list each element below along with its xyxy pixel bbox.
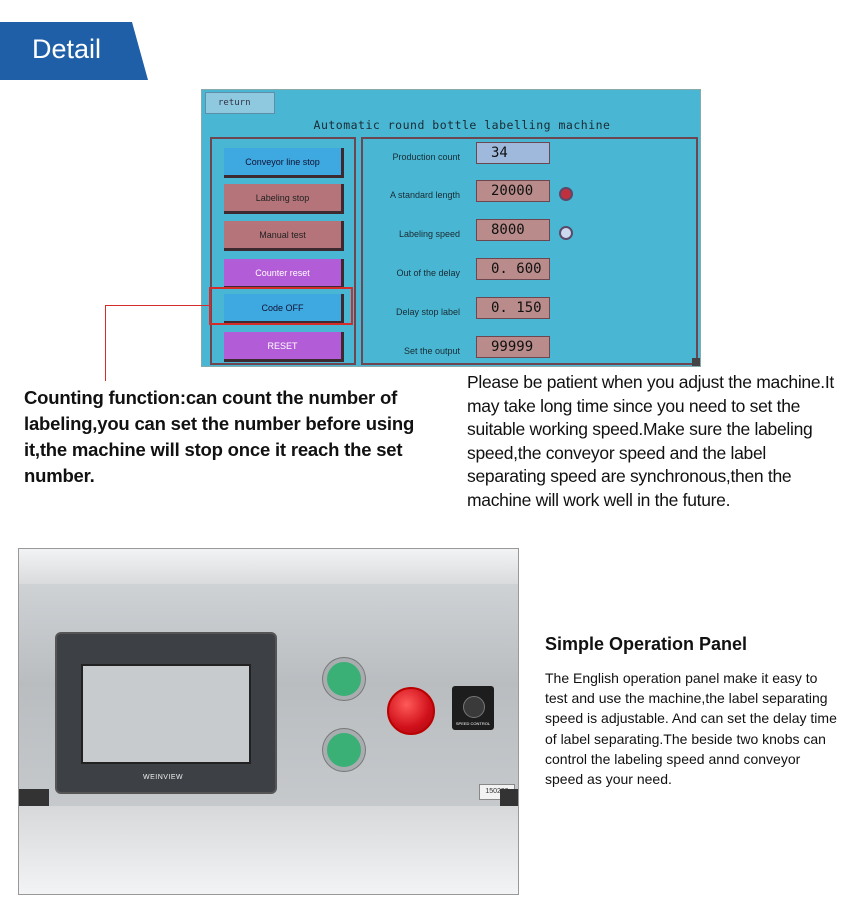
labeling-speed-indicator-icon[interactable]: [559, 226, 573, 240]
return-button[interactable]: return: [205, 92, 275, 114]
knob-dial-icon: [463, 696, 485, 718]
out-of-delay-value[interactable]: 0. 600: [476, 258, 550, 280]
callout-line-vertical: [105, 305, 106, 381]
detail-banner: Detail: [0, 22, 148, 80]
set-output-value[interactable]: 99999: [476, 336, 550, 358]
counter-reset-button[interactable]: Counter reset: [224, 259, 344, 289]
callout-line: [105, 305, 209, 306]
hmi-settings-panel: [361, 137, 698, 365]
code-off-highlight: [209, 287, 353, 325]
speed-control-knob: SPEED CONTROL: [452, 686, 494, 730]
hmi-title: Automatic round bottle labelling machine: [313, 118, 611, 132]
touch-screen-unit: WEINVIEW: [55, 632, 277, 794]
set-output-label: Set the output: [403, 346, 460, 356]
code-off-button[interactable]: Code OFF: [224, 294, 344, 324]
hmi-corner-marker: [692, 358, 700, 366]
touch-screen-display: [81, 664, 251, 764]
touch-brand-logo: WEINVIEW: [143, 774, 184, 781]
manual-test-button[interactable]: Manual test: [224, 221, 344, 251]
delay-stop-label-value[interactable]: 0. 150: [476, 297, 550, 319]
labeling-speed-label: Labeling speed: [398, 229, 460, 239]
production-count-label: Production count: [392, 152, 460, 162]
green-button-bottom: [323, 729, 365, 771]
emergency-stop-button: [387, 687, 435, 735]
speed-control-label: SPEED CONTROL: [455, 721, 491, 726]
out-of-delay-label: Out of the delay: [396, 268, 460, 278]
machine-top-surface: [19, 549, 518, 585]
green-button-top: [323, 658, 365, 700]
standard-length-label: A standard length: [389, 190, 460, 200]
detail-banner-label: Detail: [32, 34, 102, 64]
labeling-stop-button[interactable]: Labeling stop: [224, 184, 344, 214]
counting-function-caption: Counting function:can count the number o…: [24, 387, 415, 486]
hmi-button-panel: Conveyor line stop Labeling stop Manual …: [210, 137, 356, 365]
standard-length-indicator-icon[interactable]: [559, 187, 573, 201]
hmi-screen: return Automatic round bottle labelling …: [201, 89, 701, 367]
machine-photo: WEINVIEW SPEED CONTROL 150239: [18, 548, 519, 895]
production-count-value[interactable]: 34: [476, 142, 550, 164]
steel-control-panel: WEINVIEW SPEED CONTROL 150239: [19, 584, 518, 806]
conveyor-line-stop-button[interactable]: Conveyor line stop: [224, 148, 344, 178]
operation-panel-description: The English operation panel make it easy…: [545, 670, 837, 788]
standard-length-value[interactable]: 20000: [476, 180, 550, 202]
adjustment-caption: Please be patient when you adjust the ma…: [467, 372, 834, 510]
cable-area: [19, 806, 518, 894]
operation-panel-title: Simple Operation Panel: [545, 634, 748, 654]
delay-stop-label-label: Delay stop label: [395, 307, 460, 317]
labeling-speed-value[interactable]: 8000: [476, 219, 550, 241]
reset-button[interactable]: RESET: [224, 332, 344, 362]
